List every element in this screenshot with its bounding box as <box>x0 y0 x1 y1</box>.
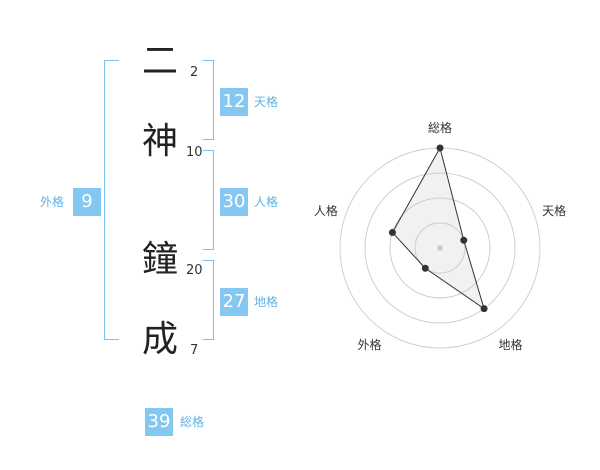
soukaku-label: 総格 <box>180 415 205 429</box>
tenkaku-label: 天格 <box>254 95 279 109</box>
stroke-count-4: 7 <box>190 343 199 358</box>
name-char-4: 成 <box>141 319 178 360</box>
radar-grid-ring <box>364 172 516 324</box>
radar-point-5 <box>388 229 396 237</box>
tenkaku-value: 12 <box>220 88 248 116</box>
stroke-count-2: 10 <box>186 145 203 160</box>
radar-point-1 <box>436 144 444 152</box>
radar-point-2 <box>460 236 468 244</box>
radar-axis-label-4: 外格 <box>357 337 381 352</box>
chikaku-label: 地格 <box>254 295 279 309</box>
radar-axis-label-1: 総格 <box>428 120 452 135</box>
radar-point-4 <box>421 264 429 272</box>
radar-center-dot <box>437 245 443 251</box>
chikaku-bracket <box>203 260 214 340</box>
stroke-count-3: 20 <box>186 263 203 278</box>
name-char-2: 神 <box>141 121 178 162</box>
radar-grid-ring <box>414 222 466 274</box>
name-char-1: 二 <box>141 41 178 82</box>
radar-point-3 <box>480 305 488 313</box>
name-char-3: 鐘 <box>141 239 178 280</box>
jinkaku-bracket <box>203 150 214 250</box>
jinkaku-value: 30 <box>220 188 248 216</box>
stroke-count-1: 2 <box>190 65 199 80</box>
chikaku-value: 27 <box>220 288 248 316</box>
radar-axis-label-5: 人格 <box>314 203 338 218</box>
jinkaku-label: 人格 <box>254 195 279 209</box>
gaikaku-value: 9 <box>73 188 101 216</box>
tenkaku-bracket <box>203 60 214 140</box>
soukaku-value: 39 <box>145 408 173 436</box>
radar-axis-label-2: 天格 <box>542 203 566 218</box>
radar-series-polygon <box>391 146 485 310</box>
radar-axis-label-3: 地格 <box>499 337 523 352</box>
radar-grid-ring <box>389 197 491 299</box>
gaikaku-bracket <box>104 60 119 340</box>
gaikaku-label: 外格 <box>40 195 65 209</box>
